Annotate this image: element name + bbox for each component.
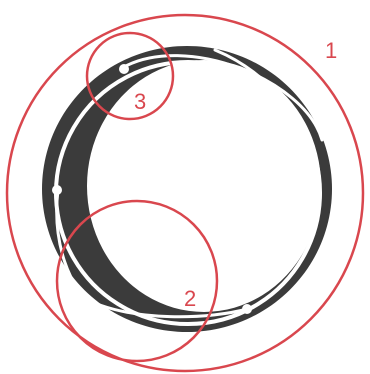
point-bottom: [242, 304, 252, 314]
point-top: [119, 64, 129, 74]
point-left: [52, 185, 62, 195]
circle-1-label: 1: [325, 38, 337, 63]
circle-2-label: 2: [184, 286, 196, 311]
point-right: [305, 215, 315, 225]
circle-3-label: 3: [134, 89, 146, 114]
